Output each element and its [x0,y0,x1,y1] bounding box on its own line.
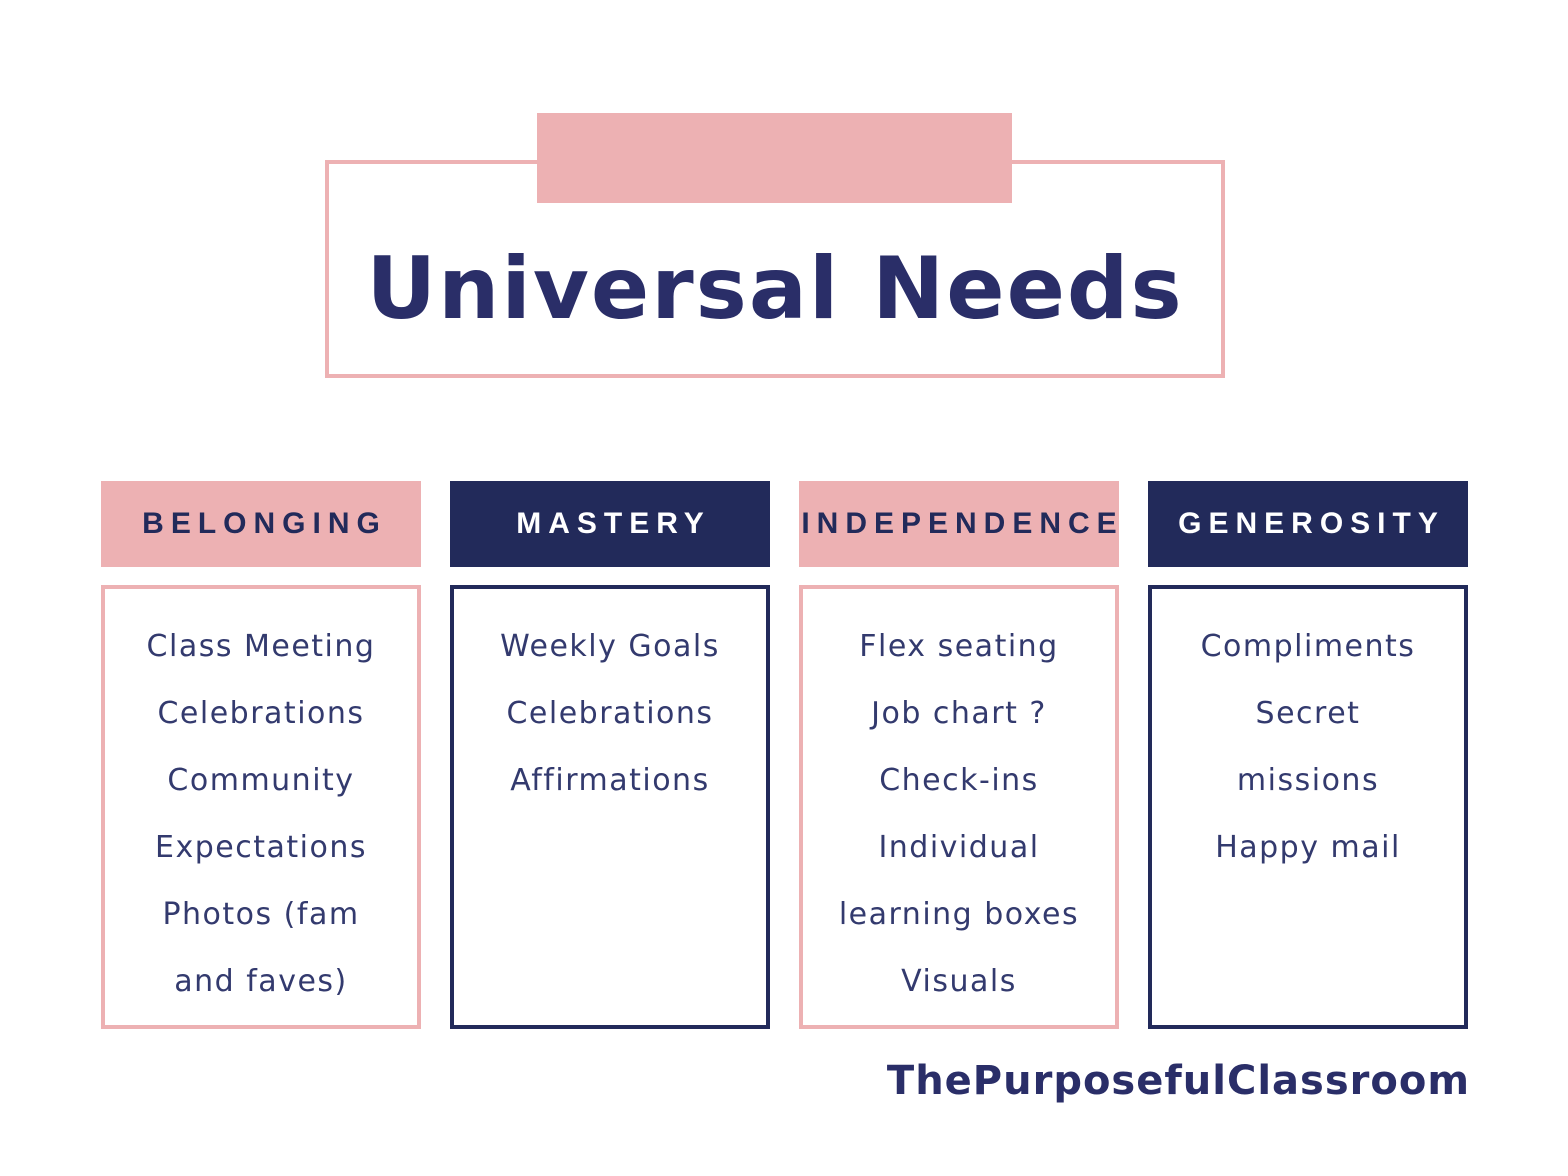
column-header: BELONGING [101,481,421,567]
list-item: and faves) [174,964,348,999]
list-item: Happy mail [1215,830,1401,865]
list-item: Community [167,763,355,798]
list-item: Check-ins [879,763,1039,798]
list-item: Celebrations [506,696,714,731]
list-item: Celebrations [157,696,365,731]
list-item: Job chart ? [871,696,1047,731]
title-box: Universal Needs [325,160,1225,378]
list-item: Compliments [1200,629,1416,664]
column-title: BELONGING [142,507,387,540]
column-title: MASTERY [516,507,711,540]
list-item: Affirmations [510,763,710,798]
list-item: Class Meeting [146,629,376,664]
tape-decoration [537,113,1012,203]
list-item: Weekly Goals [500,629,720,664]
page-title: Universal Needs [366,239,1184,339]
credit-text: ThePurposefulClassroom [886,1058,1470,1104]
column-header: INDEPENDENCE [799,481,1119,567]
column-header: MASTERY [450,481,770,567]
column-title: INDEPENDENCE [801,507,1124,540]
column-title: GENEROSITY [1178,507,1445,540]
list-item: Visuals [901,964,1017,999]
list-item: Secret [1255,696,1361,731]
list-item: missions [1236,763,1380,798]
list-item: Flex seating [859,629,1059,664]
list-item: learning boxes [838,897,1080,932]
list-item: Expectations [155,830,367,865]
list-item: Individual [878,830,1040,865]
list-item: Photos (fam [162,897,360,932]
column-header: GENEROSITY [1148,481,1468,567]
